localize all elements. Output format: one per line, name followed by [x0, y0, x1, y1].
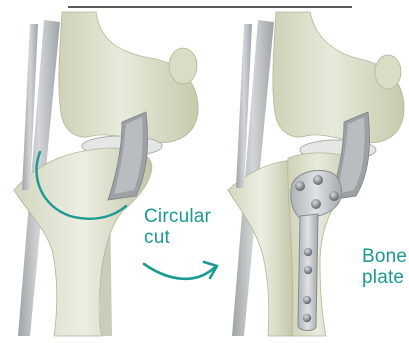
curved-arrow-icon	[144, 262, 217, 279]
bone-plate-label-line2: plate	[362, 267, 408, 288]
right-patella	[375, 55, 401, 89]
left-knee	[14, 12, 198, 336]
circular-cut-label-line2: cut	[144, 227, 214, 248]
screw	[329, 191, 339, 201]
screw	[311, 199, 321, 209]
bone-plate-label: Bone plate	[362, 246, 408, 288]
bone-plate-label-line1: Bone	[362, 246, 408, 267]
circular-cut-label: Circular cut	[144, 206, 214, 248]
left-patella	[169, 48, 197, 84]
screw	[303, 296, 311, 304]
screw	[304, 266, 312, 274]
screw	[295, 181, 305, 191]
screw	[304, 248, 312, 256]
circular-cut-label-line1: Circular	[144, 206, 214, 227]
screw	[303, 314, 311, 322]
screw	[313, 175, 323, 185]
